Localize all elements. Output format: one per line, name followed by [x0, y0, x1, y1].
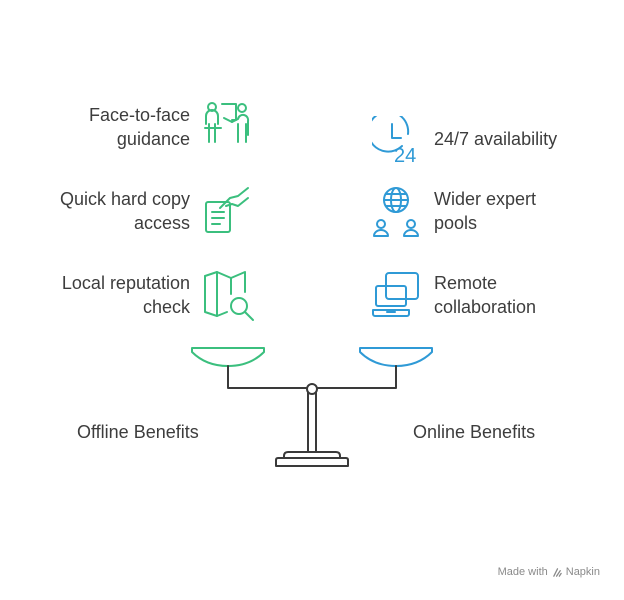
footer-brand-label: Napkin — [565, 566, 600, 578]
offline-item-line1: Quick hard copy — [59, 189, 190, 209]
offline-item-line2: guidance — [116, 129, 190, 149]
scale-post — [307, 391, 317, 453]
online-item-line1: Remote — [434, 273, 498, 293]
presentation-icon — [204, 102, 250, 143]
offline-item-hard-copy: Quick hard copy access — [60, 187, 190, 235]
footer-prefix: Made with — [497, 566, 548, 578]
online-item-line2: collaboration — [434, 297, 537, 317]
scale-pivot — [306, 383, 318, 395]
online-pan — [359, 347, 433, 367]
laptop-screen-icon — [372, 272, 419, 317]
hand-document-icon — [205, 187, 249, 233]
offline-pan — [191, 347, 265, 367]
offline-item-line2: access — [133, 213, 190, 233]
napkin-logo-icon — [552, 567, 562, 577]
svg-text:24: 24 — [394, 145, 416, 164]
online-benefits-title: Online Benefits — [413, 422, 536, 442]
offline-benefits-title: Offline Benefits — [77, 422, 199, 442]
offline-item-line1: Local reputation — [61, 273, 190, 293]
offline-item-line2: check — [142, 297, 190, 317]
offline-item-line1: Face-to-face — [88, 105, 190, 125]
online-item-line1: 24/7 availability — [434, 129, 558, 149]
footer: Made with Napkin — [498, 566, 600, 578]
online-item-expert-pools: Wider expert pools — [434, 187, 536, 235]
map-search-icon — [204, 271, 254, 321]
globe-people-icon — [373, 187, 419, 237]
offline-item-face-to-face: Face-to-face guidance — [89, 103, 190, 151]
clock-24-icon: 24 — [372, 116, 416, 164]
online-item-availability: 24/7 availability — [434, 127, 557, 151]
online-item-collaboration: Remote collaboration — [434, 271, 536, 319]
online-item-line2: pools — [434, 213, 478, 233]
online-item-line1: Wider expert — [434, 189, 537, 209]
footer-brand[interactable]: Napkin — [552, 566, 600, 578]
offline-item-reputation: Local reputation check — [62, 271, 190, 319]
